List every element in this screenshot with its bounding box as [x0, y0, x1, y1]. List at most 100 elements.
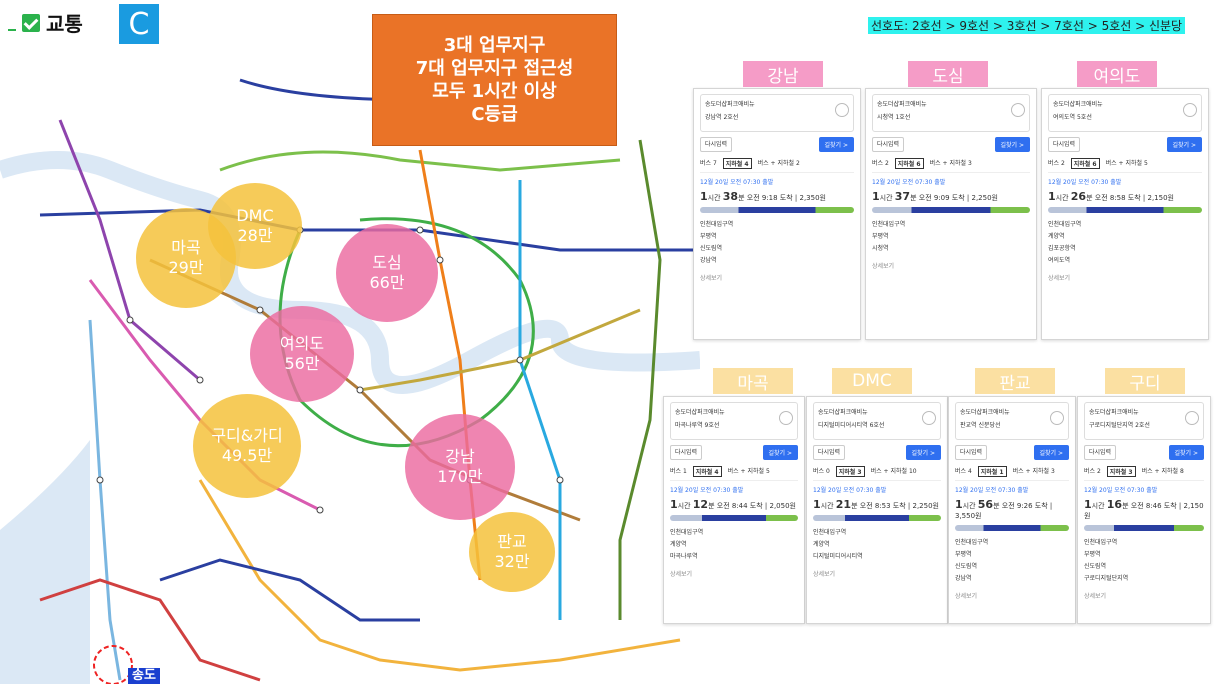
- tag-gudi: 구디: [1105, 368, 1185, 394]
- tag-yeouido: 여의도: [1077, 61, 1157, 87]
- search-route-button[interactable]: 길찾기 >: [905, 445, 941, 460]
- search-route-button[interactable]: 길찾기 >: [1166, 137, 1202, 152]
- detail-link[interactable]: 상세보기: [700, 275, 723, 282]
- tab-bus-subway[interactable]: 버스 + 지하철 3: [1012, 468, 1055, 475]
- retry-button[interactable]: 다시입력: [670, 445, 703, 460]
- origin-field[interactable]: 송도더샵퍼크애비뉴: [960, 409, 1010, 416]
- swap-icon[interactable]: [1185, 411, 1199, 425]
- bubble-value: 28만: [237, 226, 273, 245]
- search-route-button[interactable]: 길찾기 >: [818, 137, 854, 152]
- retry-button[interactable]: 다시입력: [872, 137, 905, 152]
- departure-time[interactable]: 12월 20일 오전 07:30 출발: [872, 179, 946, 186]
- origin-field[interactable]: 송도더샵퍼크애비뉴: [818, 409, 868, 416]
- step: 구로디지털단지역: [1084, 575, 1129, 582]
- tab-subway[interactable]: 지하철 6: [1070, 158, 1100, 169]
- detail-link[interactable]: 상세보기: [872, 263, 895, 270]
- departure-time[interactable]: 12월 20일 오전 07:30 출발: [955, 487, 1029, 494]
- minutes: 26: [1070, 190, 1087, 203]
- route-steps: 인천대입구역 부평역 신도림역 강남역: [700, 219, 854, 267]
- destination-field[interactable]: 구로디지털단지역 2호선: [1089, 422, 1150, 429]
- travel-time: 1시간 16분 오전 8:46 도착 | 2,150원: [1084, 498, 1204, 520]
- origin-field[interactable]: 송도더샵퍼크애비뉴: [877, 101, 927, 108]
- detail-link[interactable]: 상세보기: [1048, 275, 1071, 282]
- tab-bus-subway[interactable]: 버스 + 지하철 8: [1141, 468, 1184, 475]
- tab-subway[interactable]: 지하철 4: [722, 158, 752, 169]
- swap-icon[interactable]: [835, 103, 849, 117]
- swap-icon[interactable]: [779, 411, 793, 425]
- tab-bus[interactable]: 버스 1: [670, 468, 687, 475]
- route-steps: 인천대입구역 계양역 디지털미디어시티역: [813, 527, 941, 563]
- destination-field[interactable]: 여의도역 5호선: [1053, 114, 1092, 121]
- route-card-yeouido: 송도더샵퍼크애비뉴 여의도역 5호선 다시입력 길찾기 > 버스 2 지하철 6 버스…: [1041, 88, 1209, 340]
- destination-field[interactable]: 판교역 신분당선: [960, 422, 1001, 429]
- departure-time[interactable]: 12월 20일 오전 07:30 출발: [670, 487, 744, 494]
- tab-bus[interactable]: 버스 2: [1048, 160, 1065, 167]
- tab-subway[interactable]: 지하철 3: [835, 466, 865, 477]
- tab-bus[interactable]: 버스 2: [872, 160, 889, 167]
- arrival-detail: 오전 9:18 도착 | 2,350원: [746, 194, 826, 202]
- tag-dosim: 도심: [908, 61, 988, 87]
- arrival-detail: 오전 8:53 도착 | 2,250원: [859, 502, 939, 510]
- bubble-pangyo: 판교 32만: [469, 512, 555, 592]
- tab-bus[interactable]: 버스 0: [813, 468, 830, 475]
- arrival-detail: 오전 8:46 도착 | 2,150원: [1084, 502, 1204, 520]
- retry-button[interactable]: 다시입력: [1048, 137, 1081, 152]
- bubble-gangnam: 강남 170만: [405, 414, 515, 520]
- origin-field[interactable]: 송도더샵퍼크애비뉴: [705, 101, 755, 108]
- search-route-button[interactable]: 길찾기 >: [762, 445, 798, 460]
- departure-time[interactable]: 12월 20일 오전 07:30 출발: [1048, 179, 1122, 186]
- detail-link[interactable]: 상세보기: [1084, 593, 1107, 600]
- minutes: 38: [722, 190, 739, 203]
- route-inputs: 송도더샵퍼크애비뉴 마곡나루역 9호선: [670, 402, 798, 440]
- tab-bus-subway[interactable]: 버스 + 지하철 10: [870, 468, 917, 475]
- origin-field[interactable]: 송도더샵퍼크애비뉴: [675, 409, 725, 416]
- departure-time[interactable]: 12월 20일 오전 07:30 출발: [700, 179, 774, 186]
- tab-bus-subway[interactable]: 버스 + 지하철 5: [1105, 160, 1148, 167]
- search-route-button[interactable]: 길찾기 >: [1168, 445, 1204, 460]
- tag-pangyo: 판교: [975, 368, 1055, 394]
- detail-link[interactable]: 상세보기: [955, 593, 978, 600]
- retry-button[interactable]: 다시입력: [1084, 445, 1117, 460]
- retry-button[interactable]: 다시입력: [955, 445, 988, 460]
- route-card-dosim: 송도더샵퍼크애비뉴 시청역 1호선 다시입력 길찾기 > 버스 2 지하철 6 버스 …: [865, 88, 1037, 340]
- swap-icon[interactable]: [1183, 103, 1197, 117]
- route-bar: [1048, 207, 1202, 213]
- search-route-button[interactable]: 길찾기 >: [1033, 445, 1069, 460]
- tab-subway[interactable]: 지하철 3: [1106, 466, 1136, 477]
- tab-subway[interactable]: 지하철 4: [692, 466, 722, 477]
- detail-link[interactable]: 상세보기: [670, 571, 693, 578]
- origin-field[interactable]: 송도더샵퍼크애비뉴: [1053, 101, 1103, 108]
- destination-field[interactable]: 강남역 2호선: [705, 114, 739, 121]
- step: 계양역: [813, 541, 830, 548]
- departure-time[interactable]: 12월 20일 오전 07:30 출발: [813, 487, 887, 494]
- bubble-value: 49.5만: [221, 446, 273, 465]
- tab-subway[interactable]: 지하철 1: [977, 466, 1007, 477]
- travel-time: 1시간 12분 오전 8:44 도착 | 2,050원: [670, 498, 796, 511]
- tab-subway[interactable]: 지하철 6: [894, 158, 924, 169]
- tab-bus-subway[interactable]: 버스 + 지하철 5: [727, 468, 770, 475]
- route-bar: [813, 515, 941, 521]
- detail-link[interactable]: 상세보기: [813, 571, 836, 578]
- destination-field[interactable]: 마곡나루역 9호선: [675, 422, 720, 429]
- tab-bus[interactable]: 버스 7: [700, 160, 717, 167]
- tab-bus-subway[interactable]: 버스 + 지하철 3: [929, 160, 972, 167]
- destination-field[interactable]: 디지털미디어시티역 6호선: [818, 422, 885, 429]
- origin-field[interactable]: 송도더샵퍼크애비뉴: [1089, 409, 1139, 416]
- destination-field[interactable]: 시청역 1호선: [877, 114, 911, 121]
- tab-bus[interactable]: 버스 4: [955, 468, 972, 475]
- search-route-button[interactable]: 길찾기 >: [994, 137, 1030, 152]
- swap-icon[interactable]: [1050, 411, 1064, 425]
- retry-button[interactable]: 다시입력: [700, 137, 733, 152]
- tag-dmc: DMC: [832, 368, 912, 394]
- swap-icon[interactable]: [922, 411, 936, 425]
- route-bar: [872, 207, 1030, 213]
- tab-bus[interactable]: 버스 2: [1084, 468, 1101, 475]
- departure-time[interactable]: 12월 20일 오전 07:30 출발: [1084, 487, 1158, 494]
- minutes: 21: [835, 498, 852, 511]
- page-title: 교통: [46, 12, 83, 36]
- step: 부평역: [700, 233, 717, 240]
- tab-bus-subway[interactable]: 버스 + 지하철 2: [757, 160, 800, 167]
- line-preference: 선호도: 2호선 > 9호선 > 3호선 > 7호선 > 5호선 > 신분당: [868, 17, 1186, 34]
- retry-button[interactable]: 다시입력: [813, 445, 846, 460]
- swap-icon[interactable]: [1011, 103, 1025, 117]
